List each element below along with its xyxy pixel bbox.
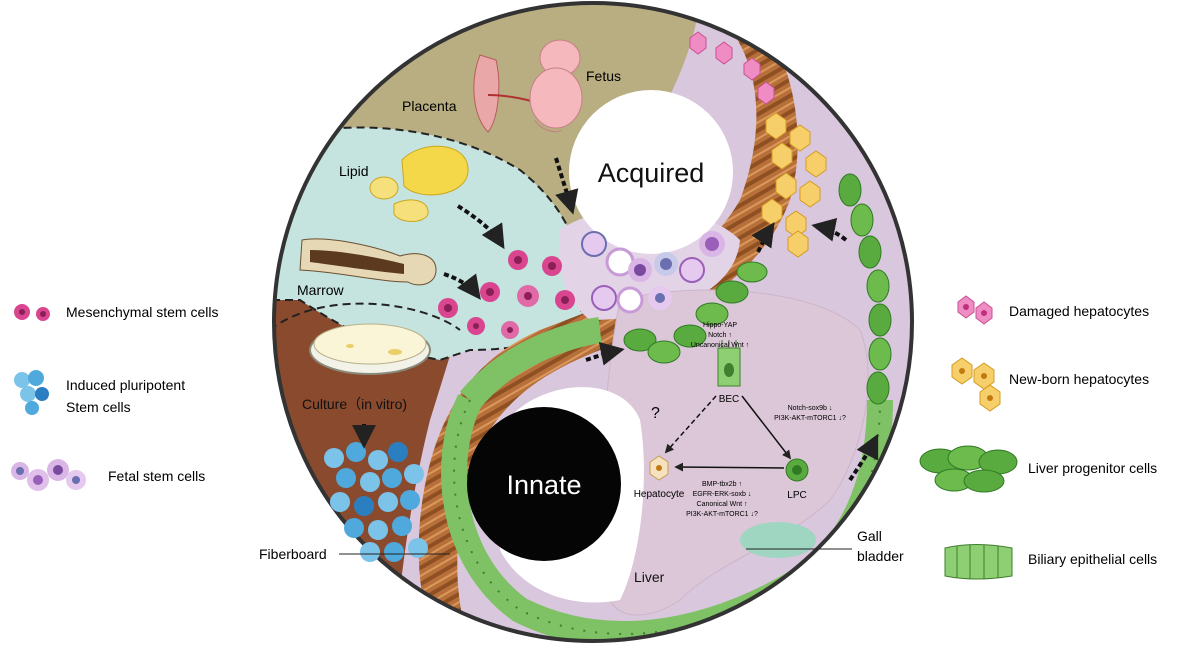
pathway-bottom-4: PI3K-AKT-mTORC1 ↓?: [686, 511, 758, 518]
ipsc-icon: [14, 370, 49, 415]
marrow-label: Marrow: [297, 282, 345, 298]
pathway-bottom-1: BMP-tbx2b ↑: [702, 481, 742, 488]
culture-label: Culture（in vitro): [302, 396, 407, 412]
pathway-bottom-2: EGFR-ERK-soxb ↓: [693, 491, 752, 498]
bec-label: BEC: [719, 394, 740, 405]
legend-progenitor-label: Liver progenitor cells: [1028, 460, 1157, 476]
legend-ipsc-label-line1: Induced pluripotent: [66, 377, 185, 393]
lpc-label: LPC: [787, 490, 806, 501]
legend-biliary-label: Biliary epithelial cells: [1028, 551, 1157, 567]
fiberboard-label: Fiberboard: [259, 546, 327, 562]
newborn-hepatocyte-icon: [952, 358, 1000, 411]
legend-damaged-label: Damaged hepatocytes: [1009, 303, 1149, 319]
pathway-top-2: Notch ↑: [708, 332, 732, 339]
damaged-hepatocyte-icon: [958, 296, 992, 324]
pathway-bottom-3: Canonical Wnt ↑: [697, 501, 748, 508]
fetus-label: Fetus: [586, 68, 621, 84]
legend-mesenchymal-label: Mesenchymal stem cells: [66, 304, 219, 320]
mesenchymal-stem-cell-icon: [14, 304, 50, 321]
gallbladder-label-line1: Gall: [857, 528, 882, 544]
question-mark: ?: [651, 405, 660, 422]
lipid-label: Lipid: [339, 163, 369, 179]
biliary-epithelial-icon: [945, 545, 1012, 580]
innate-label: Innate: [506, 470, 581, 500]
fetal-stem-cell-icon: [11, 459, 86, 491]
liver-label: Liver: [634, 569, 665, 585]
gallbladder-label-line2: bladder: [857, 548, 904, 564]
liver-progenitor-icon: [920, 446, 1017, 492]
legend-left: Mesenchymal stem cells Induced pluripote…: [11, 304, 219, 491]
legend-newborn-label: New-born hepatocytes: [1009, 371, 1149, 387]
legend-right: Damaged hepatocytes New-born hepatocytes…: [920, 296, 1157, 579]
legend-ipsc-label-line2: Stem cells: [66, 399, 131, 415]
pathway-top-1: Hippo-YAP: [703, 322, 737, 329]
acquired-label: Acquired: [598, 158, 705, 188]
pathway-top-3: Uncanonical Wnt ↑: [691, 342, 749, 349]
culture-dish-illustration: [310, 324, 430, 374]
hepatocyte-label: Hepatocyte: [634, 489, 685, 500]
pathway-right-2: PI3K-AKT-mTORC1 ↓?: [774, 415, 846, 422]
gall-bladder-shape: [740, 522, 816, 558]
pathway-right-1: Notch-sox9b ↓: [788, 405, 833, 412]
legend-fetal-label: Fetal stem cells: [108, 468, 205, 484]
placenta-label: Placenta: [402, 98, 457, 114]
